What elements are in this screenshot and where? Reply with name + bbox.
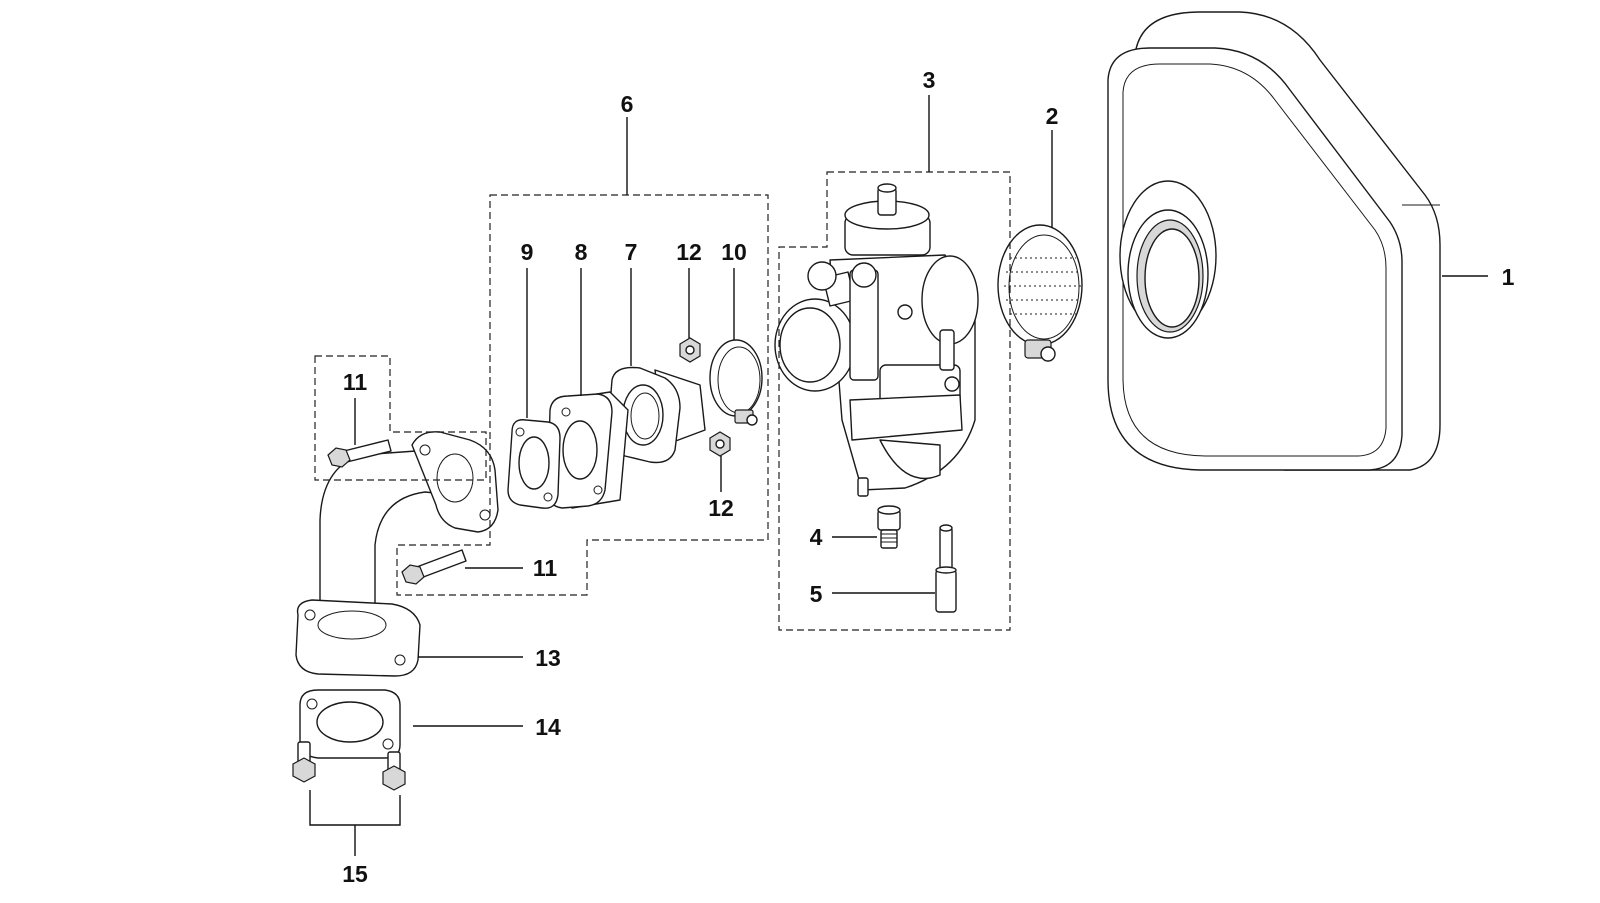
- adapter-kit-outline: [396, 194, 769, 596]
- spacer: [547, 391, 629, 509]
- air-filter: [1107, 11, 1441, 471]
- callout-10: 10: [721, 239, 747, 265]
- carburetor-kit-outline: [778, 171, 1011, 631]
- hose-clamp-large: [997, 224, 1083, 362]
- nut-lower-hole: [715, 439, 725, 449]
- carburetor: [774, 183, 979, 497]
- leader-lines: [309, 95, 1488, 856]
- nut-upper-hole: [685, 345, 695, 355]
- callout-11-upper: 11: [343, 369, 368, 395]
- callout-15: 15: [342, 861, 368, 887]
- callout-labels: 1 2 3 4 5 6 7 8 9 10 11 11 12 12 13 14 1…: [342, 67, 1514, 887]
- callout-3: 3: [923, 67, 936, 93]
- callout-1: 1: [1502, 264, 1515, 290]
- callout-14: 14: [535, 714, 561, 740]
- callout-6: 6: [621, 91, 634, 117]
- callout-9: 9: [521, 239, 534, 265]
- callout-8: 8: [575, 239, 588, 265]
- gasket-small: [507, 419, 561, 509]
- bolt-upper: [327, 439, 392, 468]
- callout-5: 5: [810, 581, 823, 607]
- intake-manifold: [295, 431, 499, 677]
- callout-2: 2: [1046, 103, 1059, 129]
- callout-12-upper: 12: [676, 239, 702, 265]
- callout-7: 7: [625, 239, 638, 265]
- studs: [292, 741, 406, 791]
- bolt-group-outline: [314, 355, 487, 481]
- callout-13: 13: [535, 645, 561, 671]
- callout-12-lower: 12: [708, 495, 734, 521]
- callout-11-lower: 11: [533, 555, 558, 581]
- callout-4: 4: [810, 524, 823, 550]
- needle: [935, 524, 957, 613]
- bolt-lower: [401, 549, 467, 585]
- gasket-base: [299, 689, 401, 759]
- adapter: [607, 366, 706, 464]
- hose-clamp-small: [709, 339, 763, 426]
- main-jet: [877, 505, 901, 549]
